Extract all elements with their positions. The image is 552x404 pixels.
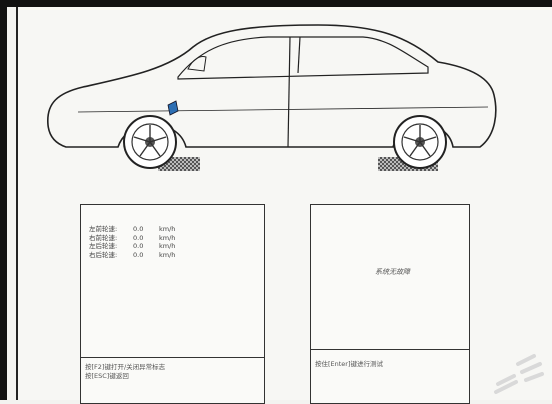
body-crease xyxy=(77,106,489,113)
status-text: 系统无故障 xyxy=(375,268,410,276)
watermark-logo xyxy=(494,354,544,394)
car-diagram xyxy=(47,24,497,171)
rear-wheel xyxy=(393,115,447,169)
diagnostic-canvas: 左前轮速: 0.0 km/h 右前轮速: 0.0 km/h 左后轮速: 0.0 … xyxy=(18,7,552,404)
window-inner-border xyxy=(16,7,18,400)
side-mirror xyxy=(187,56,207,72)
fuel-cap-icon xyxy=(167,100,179,116)
car-window-outline xyxy=(177,36,429,80)
speed-row-fl: 左前轮速: 0.0 km/h xyxy=(89,225,176,233)
ground-left xyxy=(158,157,438,171)
test-instruction-panel: 按住[Enter]键进行测试 xyxy=(310,349,470,404)
speed-row-rl: 左后轮速: 0.0 km/h xyxy=(89,242,176,250)
window-top-border xyxy=(0,0,552,7)
front-wheel xyxy=(123,115,177,169)
test-instruction-text: 按住[Enter]键进行测试 xyxy=(315,360,384,368)
wheel-speed-panel: 左前轮速: 0.0 km/h 右前轮速: 0.0 km/h 左后轮速: 0.0 … xyxy=(80,204,265,359)
speed-row-fr: 右前轮速: 0.0 km/h xyxy=(89,233,176,242)
window-left-border xyxy=(0,0,7,400)
instruction-line-2: 按[ESC]键返回 xyxy=(85,372,129,380)
instructions-panel: 按[F2]键打开/关闭异常标志 按[ESC]键返回 xyxy=(80,357,265,404)
instruction-line-1: 按[F2]键打开/关闭异常标志 xyxy=(85,363,166,371)
door-divider xyxy=(287,36,291,148)
status-panel: 系统无故障 xyxy=(310,204,470,351)
speed-row-rr: 右后轮速: 0.0 km/h xyxy=(89,250,176,259)
b-pillar xyxy=(297,36,301,74)
